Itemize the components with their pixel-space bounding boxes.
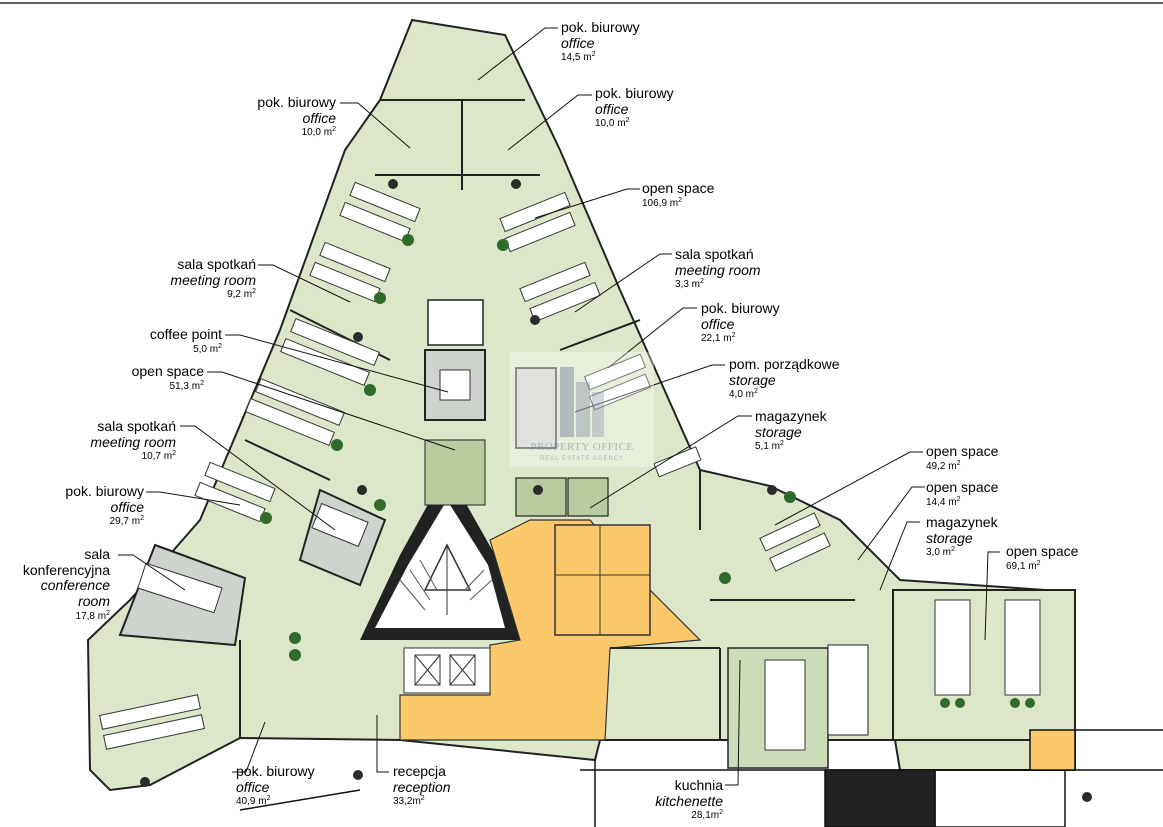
- room-label-meeting-left: sala spotkań meeting room 9,2 m2: [170, 256, 256, 301]
- desks: [99, 181, 1041, 751]
- room-label-office-29: pok. biurowy office 29,7 m2: [65, 483, 144, 528]
- room-label-open-space-2: open space 51,3 m2: [131, 363, 204, 392]
- room-label-conference: sala konferencyjna conference room 17,8 …: [22, 546, 110, 622]
- room-label-office-top: pok. biurowy office 14,5 m2: [561, 19, 640, 64]
- room-label-storage-5: magazynek storage 5,1 m2: [755, 408, 827, 453]
- plants: [260, 234, 1035, 708]
- room-label-office-40: pok. biurowy office 40,9 m2: [236, 763, 315, 808]
- room-label-kitchenette: kuchnia kitchenette 28,1m2: [655, 777, 723, 822]
- room-label-meeting-10: sala spotkań meeting room 10,7 m2: [90, 418, 176, 463]
- room-label-open-space-69: open space 69,1 m2: [1006, 543, 1079, 572]
- room-label-coffee-point: coffee point 5,0 m2: [149, 326, 222, 355]
- room-label-storage-3: magazynek storage 3,0 m2: [926, 514, 998, 559]
- watermark-tagline: REAL ESTATE AGENCY: [539, 456, 625, 462]
- reception-area: [399, 519, 702, 741]
- room-label-open-space-1: open space 106,9 m2: [642, 180, 715, 209]
- room-label-meeting-right: sala spotkań meeting room 3,3 m2: [675, 246, 761, 291]
- room-label-office-right: pok. biurowy office 10,0 m2: [595, 85, 674, 130]
- room-label-open-space-49: open space 49,2 m2: [926, 443, 999, 472]
- room-label-open-space-14: open space 14,4 m2: [926, 479, 999, 508]
- watermark-logo: PROPERTY OFFICE REAL ESTATE AGENCY: [510, 352, 654, 467]
- columns: [140, 179, 1092, 802]
- building-logo-icon: [560, 367, 604, 437]
- room-label-cleaning-storage: pom. porządkowe storage 4,0 m2: [729, 356, 840, 401]
- room-label-reception: recepcja reception 33,2m2: [393, 763, 451, 808]
- watermark-brand: PROPERTY OFFICE: [530, 441, 634, 453]
- leader-lines: [118, 27, 1000, 786]
- floor-area: [86, 18, 1076, 792]
- room-label-office-22: pok. biurowy office 22,1 m2: [701, 300, 780, 345]
- room-label-office-left: pok. biurowy office 10,0 m2: [257, 94, 336, 139]
- stair-core: [360, 470, 520, 640]
